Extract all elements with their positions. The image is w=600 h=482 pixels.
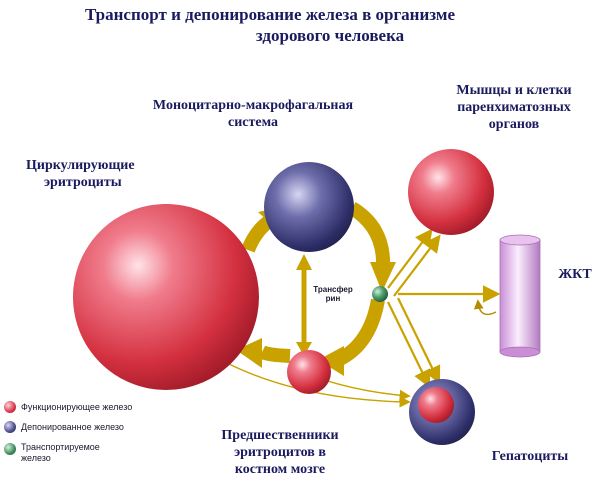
label-transferrin-line2: рин: [325, 294, 341, 303]
page-title-line1: Транспорт и депонирование железа в орган…: [84, 5, 455, 24]
mononuclear-system-sphere: [264, 162, 354, 252]
gi-tract-tube-bottom: [499, 346, 541, 358]
circulating-erythrocytes-sphere: [73, 204, 259, 390]
arrow-upper-left-curve: [241, 216, 273, 253]
label-muscle-line2: паренхиматозных: [457, 100, 571, 115]
arrow-red-to-hepatocytes: [317, 377, 411, 401]
legend-stored-label: Депонированное железо: [21, 422, 124, 432]
thin-arrows: [224, 228, 501, 408]
label-circulating-erythrocytes: Циркулирующие эритроциты: [14, 157, 174, 191]
legend-transported-dot: [4, 443, 16, 455]
page-title: Транспорт и депонирование железа в орган…: [20, 4, 520, 46]
arrow-from-gi-tract: [473, 299, 497, 316]
label-precursors-line2: эритроцитов в: [234, 445, 326, 460]
label-transferrin: Трансфер рин: [308, 285, 358, 303]
label-mononuclear-line2: система: [227, 115, 279, 130]
arrow-bottom-head: [318, 346, 344, 376]
gi-tract-tube-body: [499, 239, 541, 353]
legend-stored-dot: [4, 421, 16, 433]
label-precursors-line1: Предшественники: [221, 428, 339, 443]
label-circulating-line1: Циркулирующие: [26, 158, 135, 173]
label-precursors-line3: костном мозге: [234, 462, 326, 477]
label-muscle-line3: органов: [488, 117, 540, 132]
label-hepatocytes: Гепатоциты: [491, 449, 569, 464]
legend-item-stored: Депонированное железо: [4, 418, 204, 438]
label-muscle-cells: Мышцы и клетки паренхиматозных органов: [430, 82, 598, 133]
precursors-sphere: [287, 350, 331, 394]
legend-functional-label: Функционирующее железо: [21, 402, 133, 412]
arrow-left-curve: [258, 345, 291, 363]
muscle-cells-sphere: [408, 149, 494, 235]
label-transferrin-line1: Трансфер: [313, 285, 353, 294]
arrow-to-hepatocytes-1: [387, 301, 431, 388]
gi-tract-tube-top: [499, 234, 541, 246]
arrow-top-head: [370, 262, 396, 292]
legend-item-transported: Транспортируемое железо: [4, 438, 204, 464]
label-muscle-line1: Мышцы и клетки: [456, 83, 572, 98]
arrow-to-hepatocytes-2: [397, 297, 441, 384]
label-mononuclear-system: Моноцитарно-макрофагальная система: [128, 97, 378, 131]
hepatocytes-sphere: [409, 379, 475, 445]
label-gi-tract: ЖКТ: [558, 267, 592, 282]
legend: Функционирующее железо Депонированное же…: [4, 398, 204, 464]
arrow-vertical-head-up: [296, 254, 312, 270]
arrow-vertical-head-down: [296, 342, 312, 356]
arrow-top-curve: [348, 202, 391, 269]
legend-transported-label: Транспортируемое железо: [21, 442, 100, 463]
legend-item-functional: Функционирующее железо: [4, 398, 204, 418]
gi-tract-tube: [499, 234, 541, 358]
transferrin-sphere: [372, 286, 388, 302]
legend-functional-dot: [4, 401, 16, 413]
label-circulating-line2: эритроциты: [44, 175, 122, 190]
page-title-line2: здорового человека: [255, 26, 405, 45]
arrow-to-muscle-2: [393, 234, 441, 297]
label-mononuclear-line1: Моноцитарно-макрофагальная: [152, 98, 354, 113]
label-erythrocyte-precursors: Предшественники эритроцитов в костном мо…: [190, 427, 370, 478]
circulation-arrows: [236, 202, 396, 376]
hepatocytes-inner-sphere: [418, 387, 454, 423]
arrow-to-muscle-1: [387, 228, 433, 289]
arrow-left-head: [236, 338, 262, 368]
